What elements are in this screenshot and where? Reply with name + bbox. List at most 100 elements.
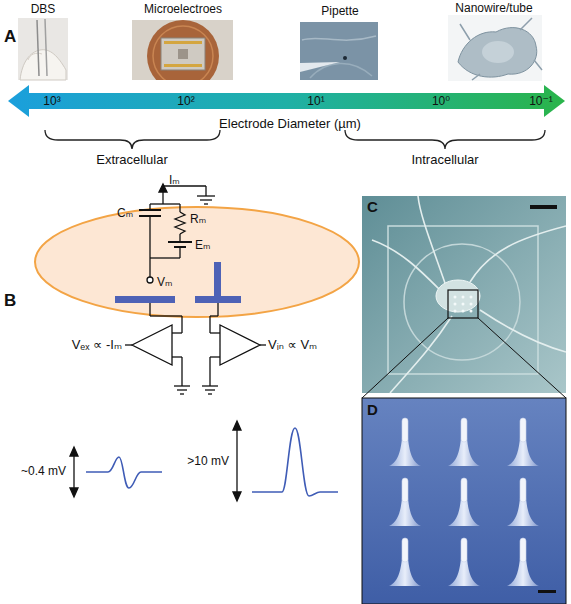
scale-bar xyxy=(233,492,241,501)
bracket xyxy=(45,130,220,149)
zoom-line xyxy=(362,318,566,398)
cell-micrograph xyxy=(454,303,457,306)
membrane-circuit xyxy=(150,257,180,258)
nanopillar-micrograph xyxy=(402,418,408,442)
dbs-photo xyxy=(18,18,68,80)
pipette-photo xyxy=(302,36,376,40)
membrane-circuit xyxy=(149,216,150,277)
scale-bar xyxy=(70,447,78,456)
photo-caption: Microelectroes xyxy=(144,3,222,15)
panel-letter: B xyxy=(4,292,16,309)
amplifier-symbol xyxy=(125,344,132,345)
tick-label: 10⁻¹ xyxy=(529,95,553,107)
cell-micrograph xyxy=(454,310,457,313)
signal-name: Vᵢₙ ∝ Vₘ xyxy=(268,338,317,351)
microelectrode-photo xyxy=(164,41,202,44)
nanopillar-micrograph xyxy=(520,538,526,562)
cell-micrograph xyxy=(470,303,473,306)
nanopillar-micrograph xyxy=(520,418,526,442)
amplifier-symbol xyxy=(209,316,210,333)
panel-letter: D xyxy=(367,402,378,417)
bracket xyxy=(345,130,545,149)
bracket-label: Extracellular xyxy=(96,153,168,166)
amplifier-symbol xyxy=(172,332,182,333)
amplifier-symbol xyxy=(217,303,218,316)
amplifier-symbol xyxy=(150,315,182,316)
cell-micrograph xyxy=(436,280,480,312)
nanowire-photo xyxy=(482,41,514,63)
nanopillar-micrograph xyxy=(461,418,467,442)
scale-bar xyxy=(233,421,241,430)
membrane-circuit xyxy=(150,203,180,204)
zoom-line xyxy=(478,318,566,398)
amplifier-symbol xyxy=(210,356,220,357)
nanowire-photo xyxy=(458,28,537,78)
amplifier-symbol xyxy=(125,303,266,394)
membrane-circuit xyxy=(147,277,153,283)
microelectrode-photo xyxy=(153,26,213,80)
membrane-circuit xyxy=(205,186,206,196)
amplifier-symbol xyxy=(177,389,187,390)
tick-label: 10⁰ xyxy=(432,95,450,107)
cell-micrograph xyxy=(454,296,473,313)
membrane-circuit xyxy=(179,247,180,258)
dbs-photo xyxy=(45,19,47,76)
cell-micrograph xyxy=(448,290,478,318)
nanopillar-micrograph xyxy=(520,478,526,502)
cell-micrograph xyxy=(372,196,566,393)
cell-micrograph xyxy=(372,196,566,393)
membrane-circuit xyxy=(200,199,212,200)
amplifier-symbol xyxy=(181,316,182,333)
cell-micrograph xyxy=(454,296,457,299)
nanopillar-micrograph xyxy=(461,478,467,502)
nanowire-photo xyxy=(448,15,542,81)
membrane-circuit xyxy=(197,195,215,196)
panel-letter: C xyxy=(367,199,378,214)
tick-label: 10² xyxy=(177,95,194,107)
nanopillar-micrograph xyxy=(538,590,556,593)
signal-name: Vₘ xyxy=(157,276,172,288)
panel-letter: A xyxy=(4,28,16,45)
amplifier-symbol xyxy=(174,385,190,386)
dbs-photo xyxy=(28,53,42,60)
cell-micrograph xyxy=(470,296,473,299)
amplifier-symbol xyxy=(172,356,182,357)
axis-title: Electrode Diameter (µm) xyxy=(219,117,361,130)
nanopillar-micrograph xyxy=(362,398,566,604)
nanopillar-micrograph xyxy=(461,538,467,562)
pipette-photo xyxy=(300,22,378,80)
cell-micrograph xyxy=(462,310,465,313)
amplifier-symbol xyxy=(181,357,182,386)
photo-caption: DBS xyxy=(31,3,56,15)
photo-caption: Pipette xyxy=(321,5,358,17)
nanopillar-micrograph xyxy=(402,478,408,502)
membrane-circuit xyxy=(159,184,167,192)
cell xyxy=(35,207,359,317)
membrane-circuit xyxy=(179,234,180,242)
amplitude-label: ~0.4 mV xyxy=(21,465,66,477)
cell-micrograph xyxy=(462,303,465,306)
pipette-photo xyxy=(343,56,347,60)
component-label: Rₘ xyxy=(190,213,206,225)
pipette-photo xyxy=(300,22,378,80)
scale-arrow xyxy=(8,85,565,117)
tick-label: 10¹ xyxy=(307,95,324,107)
microelectrode-photo xyxy=(164,64,202,67)
membrane-circuit xyxy=(139,184,215,283)
amplifier-symbol xyxy=(210,332,220,333)
amplifier-symbol xyxy=(180,393,184,394)
membrane-circuit xyxy=(139,209,161,211)
amplifier-symbol xyxy=(260,344,266,345)
microelectrode-photo xyxy=(178,49,188,59)
dbs-photo xyxy=(20,50,66,80)
dbs-photo xyxy=(18,18,68,80)
amplitude-label: >10 mV xyxy=(187,455,229,467)
microelectrode-photo xyxy=(132,20,233,92)
nanopillar-micrograph xyxy=(402,538,408,562)
electrode xyxy=(195,296,241,303)
dbs-photo xyxy=(37,20,39,76)
signal-name: Vₑₓ ∝ -Iₘ xyxy=(72,338,122,351)
zoom-line xyxy=(362,318,448,398)
cell-micrograph xyxy=(470,310,473,313)
